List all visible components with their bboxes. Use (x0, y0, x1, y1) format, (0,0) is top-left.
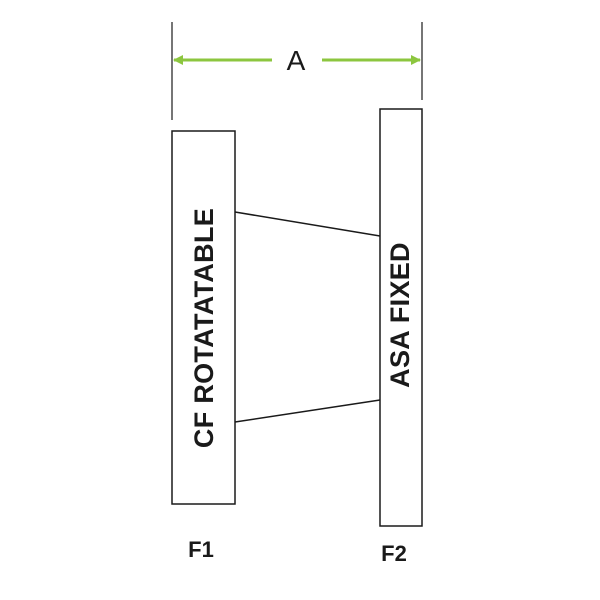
connector-top-line (234, 211, 381, 237)
right-flange-label: F2 (381, 541, 407, 566)
left-flange-body (171, 130, 236, 505)
right-flange-body (379, 108, 423, 527)
dimension-label: A (287, 45, 306, 76)
connector-bottom-line (234, 399, 381, 423)
right-flange-text: ASA FIXED (385, 242, 415, 388)
left-flange-label: F1 (188, 537, 214, 562)
left-flange-text: CF ROTATATABLE (189, 208, 219, 448)
